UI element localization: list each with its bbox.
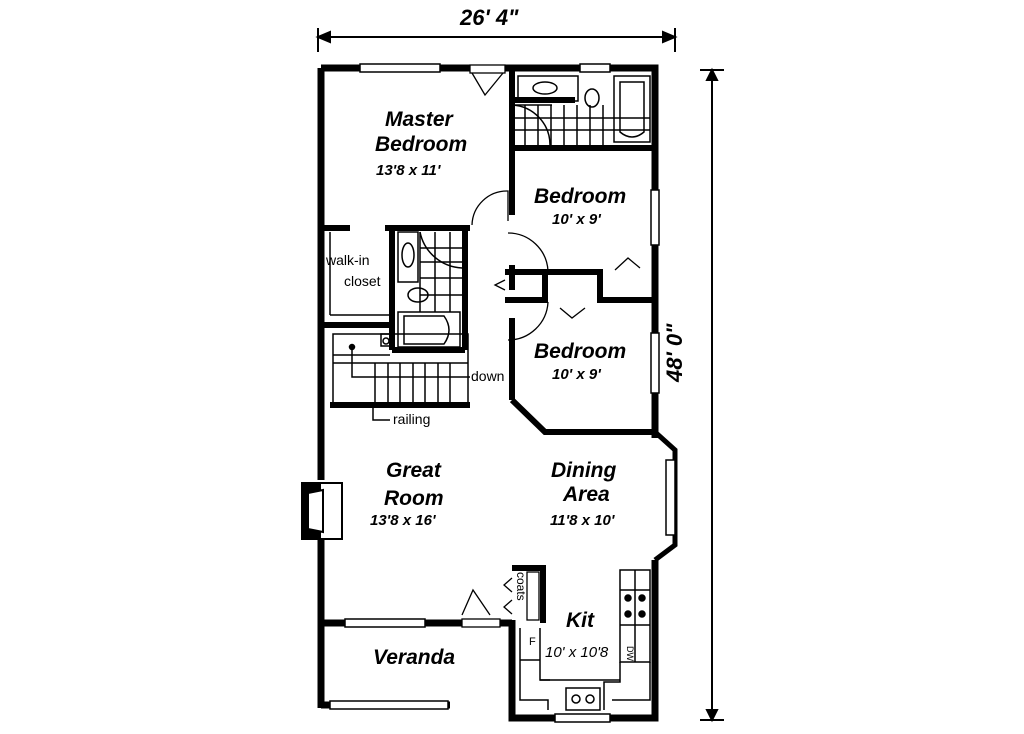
overall-depth-label: 48' 0" <box>662 323 687 382</box>
interior-walls <box>321 68 655 623</box>
kitchen-label: Kit <box>566 609 594 632</box>
bedroom-2-label: Bedroom <box>534 340 627 363</box>
bathroom-fixtures <box>380 75 651 348</box>
great-room-dims: 13'8 x 16' <box>370 512 436 529</box>
closet <box>329 232 392 316</box>
fireplace <box>301 482 343 540</box>
windows <box>329 63 676 723</box>
bedroom-1-label: Bedroom <box>534 185 627 208</box>
bedroom-2-dims: 10' x 9' <box>552 366 601 383</box>
master-bedroom-label-line2: Bedroom <box>375 133 468 156</box>
dining-area-dims: 11'8 x 10' <box>550 512 615 529</box>
kitchen-dims: 10' x 10'8 <box>545 644 609 661</box>
great-room-label-line2: Room <box>384 487 444 510</box>
overall-width-label: 26' 4" <box>460 5 519 30</box>
dining-area-label: Dining <box>551 459 617 482</box>
stairs <box>332 333 470 421</box>
fridge-label: F <box>529 636 536 648</box>
bedroom-1-dims: 10' x 9' <box>552 211 601 228</box>
depth-dimension-line <box>700 67 724 723</box>
master-bedroom-label: Master <box>385 108 453 131</box>
coats-closet-label: coats <box>514 572 528 601</box>
width-dimension-line <box>315 28 678 52</box>
walk-in-closet-label: walk-in <box>326 252 370 268</box>
railing-label: railing <box>393 411 431 427</box>
veranda-label: Veranda <box>373 646 456 669</box>
doors <box>461 64 641 628</box>
great-room-label: Great <box>386 459 441 482</box>
dining-area-label-line2: Area <box>563 483 610 506</box>
stairs-down-label: down <box>471 368 505 384</box>
kitchen-cabinets <box>519 569 651 711</box>
dishwasher-label: DW <box>625 646 635 661</box>
walk-in-closet-label-line2: closet <box>344 273 381 289</box>
master-bedroom-dims: 13'8 x 11' <box>376 162 441 179</box>
